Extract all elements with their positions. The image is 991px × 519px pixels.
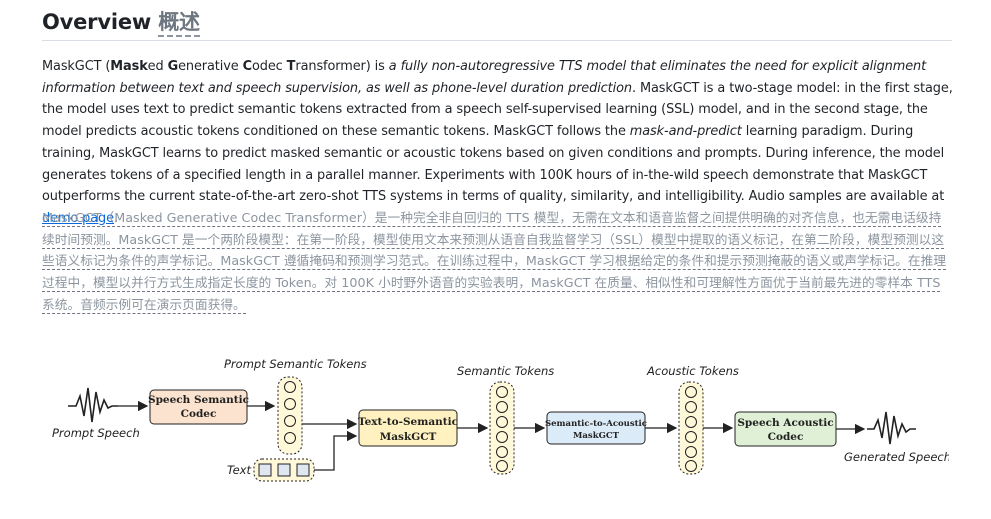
token-circle xyxy=(685,416,697,428)
italic-run: mask-and-predict xyxy=(629,124,742,140)
token-circle xyxy=(496,401,508,413)
text-to-semantic-label: MaskGCT xyxy=(380,431,437,443)
demo-page-link[interactable]: demo page xyxy=(42,210,114,226)
translation-text: MaskGCT（Masked Generative Codec Transfor… xyxy=(42,210,947,314)
token-circle xyxy=(496,386,508,398)
architecture-diagram: Prompt Speech Speech Semantic Codec Prom… xyxy=(52,357,949,482)
text-run: MaskGCT ( xyxy=(42,59,111,74)
prompt-speech-label: Prompt Speech xyxy=(52,426,140,440)
acoustic-tokens-label: Acoustic Tokens xyxy=(646,364,739,378)
text-run: . MaskGCT is a two-stage model: in the f… xyxy=(42,80,953,140)
token-circle xyxy=(284,415,296,427)
section-heading: Overview 概述 xyxy=(42,6,200,37)
token-circle xyxy=(685,431,697,443)
heading-chinese: 概述 xyxy=(158,10,200,37)
prompt-semantic-tokens-label: Prompt Semantic Tokens xyxy=(224,357,367,371)
text-run: ed xyxy=(147,59,168,74)
token-circle xyxy=(685,386,697,398)
overview-paragraph: MaskGCT (Masked Generative Codec Transfo… xyxy=(42,56,954,230)
token-circle xyxy=(496,431,508,443)
heading-divider xyxy=(42,40,952,41)
token-circle xyxy=(284,381,296,393)
italic-run: a fully non-autoregressive TTS model tha… xyxy=(42,59,927,96)
semantic-to-acoustic-label: MaskGCT xyxy=(573,431,620,441)
translation-paragraph: MaskGCT（Masked Generative Codec Transfor… xyxy=(42,207,954,316)
generated-speech-label: Generated Speech xyxy=(844,450,949,464)
text-run: . xyxy=(113,210,118,226)
token-circle xyxy=(496,416,508,428)
text-run: ransformer) is xyxy=(295,59,389,74)
bold-run: C xyxy=(242,59,252,74)
token-circle xyxy=(284,398,296,410)
speech-semantic-codec-box xyxy=(149,389,248,425)
token-circle xyxy=(685,460,697,472)
text-run: odec xyxy=(251,59,287,74)
token-circle xyxy=(496,460,508,472)
bold-run: G xyxy=(167,59,179,74)
prompt-waveform-icon xyxy=(68,387,118,423)
speech-acoustic-codec-label: Codec xyxy=(768,431,804,443)
speech-acoustic-codec-label: Speech Acoustic xyxy=(737,417,833,429)
token-square xyxy=(258,463,272,477)
token-circle xyxy=(685,446,697,458)
token-circle xyxy=(496,446,508,458)
text-run: enerative xyxy=(178,59,243,74)
semantic-tokens-label: Semantic Tokens xyxy=(457,364,554,378)
token-circle xyxy=(685,401,697,413)
bold-run: Mask xyxy=(110,59,148,74)
speech-semantic-codec-label: Speech Semantic xyxy=(148,394,249,406)
heading-english: Overview xyxy=(42,10,152,34)
text-to-semantic-label: Text-to-Semantic xyxy=(358,416,458,428)
bold-run: T xyxy=(286,59,296,74)
token-circle xyxy=(284,432,296,444)
speech-semantic-codec-label: Codec xyxy=(181,408,217,420)
semantic-to-acoustic-label: Semantic-to-Acoustic xyxy=(545,419,647,429)
token-square xyxy=(277,463,291,477)
arrow xyxy=(314,430,358,471)
text-label: Text xyxy=(227,463,251,477)
generated-waveform-icon xyxy=(867,411,916,445)
text-run: learning paradigm. During training, Mask… xyxy=(42,124,945,205)
token-square xyxy=(296,463,310,477)
